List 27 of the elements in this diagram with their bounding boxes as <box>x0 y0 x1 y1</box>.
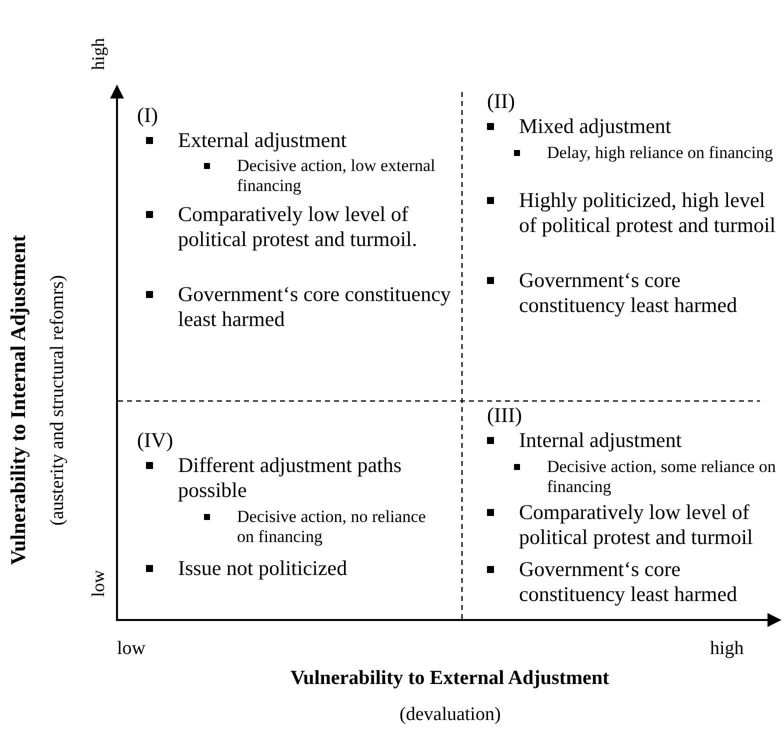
bullet-text: Comparatively low level of political protest and turmoil. <box>178 202 418 252</box>
bullet-text: Government‘s core constituency least harmed <box>519 557 738 608</box>
sub-bullet-text: Delay, high reliance on financing <box>547 143 774 164</box>
bullet-text: Mixed adjustment <box>519 114 672 140</box>
quadrant-number: (III) <box>487 403 523 428</box>
bullet-text: Government‘s core constituency least harmed <box>519 268 738 318</box>
axis-subtitle: (devaluation) <box>400 704 501 727</box>
sub-bullet-text: Decisive action, low external financing <box>237 156 436 197</box>
bullet-text: Different adjustment paths possible <box>178 453 403 504</box>
bullet-text: Issue not politicized <box>178 556 348 582</box>
axis-title: Vulnerability to Internal Adjustment <box>6 235 31 566</box>
axis-subtitle: (austerity and structural refomrs) <box>47 274 69 526</box>
quadrant-number: (II) <box>487 89 516 114</box>
quadrant-number: (I) <box>137 103 159 128</box>
quadrant-number: (IV) <box>137 428 174 454</box>
sub-bullet-text: Decisive action, no reliance on financing <box>237 507 427 548</box>
sub-bullet-text: Decisive action, some reliance on financing <box>547 457 777 498</box>
bullet-text: Highly politicized, high level of political protest and turmoil <box>519 188 777 238</box>
bullet-text: External adjustment <box>178 128 348 154</box>
bullet-text: Comparatively low level of political protest and turmoil <box>519 500 754 550</box>
bullet-text: Internal adjustment <box>519 428 683 454</box>
axis-title: Vulnerability to External Adjustment <box>290 666 610 690</box>
bullet-text: Government‘s core constituency least harmed <box>178 282 452 332</box>
axis-label: low <box>117 638 146 661</box>
axis-label: high <box>710 638 744 661</box>
axis-label: high <box>88 38 109 70</box>
axis-label: low <box>88 570 109 597</box>
